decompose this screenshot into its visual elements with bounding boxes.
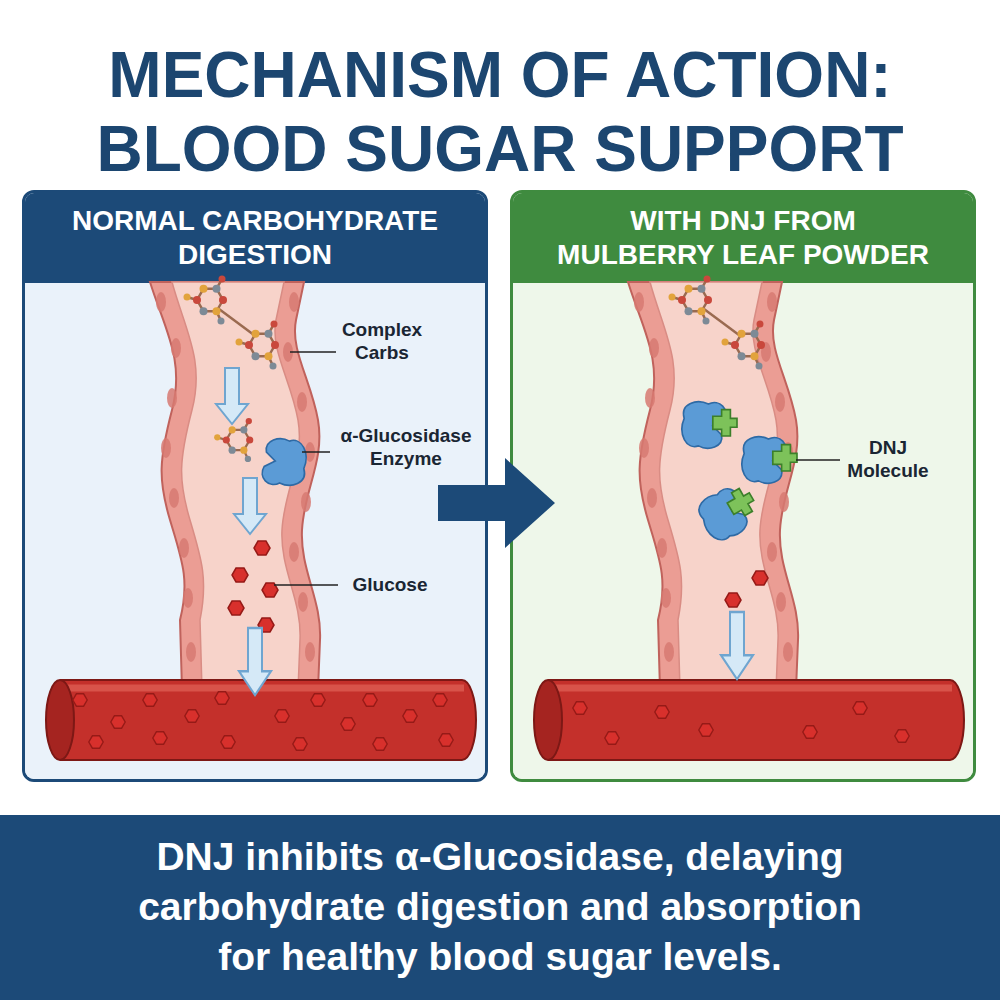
glucose — [293, 738, 307, 750]
panel-heading: NORMAL CARBOHYDRATE DIGESTION — [45, 204, 465, 271]
caption: DNJ inhibits α-Glucosidase, delaying car… — [125, 832, 875, 982]
flow-arrow — [216, 368, 248, 424]
leader-lines — [274, 352, 840, 585]
dnj-molecule — [773, 445, 797, 471]
flow-arrow — [234, 478, 266, 534]
intestine — [628, 282, 798, 690]
glucose — [215, 692, 229, 704]
leader-line — [274, 584, 338, 586]
glucose — [311, 694, 325, 706]
complex-carb — [236, 321, 280, 370]
glucose — [341, 718, 355, 730]
glycosidic-bond — [219, 309, 254, 335]
glucose — [655, 706, 669, 718]
dnj-molecule — [724, 485, 758, 520]
glucose — [232, 568, 248, 582]
glucose — [254, 541, 270, 555]
blood-vessel — [46, 680, 476, 760]
glucose — [73, 694, 87, 706]
glucose — [143, 694, 157, 706]
blood-vessel — [534, 680, 964, 760]
glucose — [262, 583, 278, 597]
part-label: Glucose — [340, 573, 440, 596]
blood-glucose — [73, 692, 909, 750]
glucose — [228, 601, 244, 615]
carb-substrate — [214, 418, 253, 462]
leader-line — [290, 351, 336, 353]
glucose — [373, 738, 387, 750]
glucose — [258, 618, 274, 632]
enzyme — [693, 484, 754, 546]
flow-arrow — [239, 628, 271, 695]
glucose — [853, 702, 867, 714]
glucose — [363, 694, 377, 706]
glucose — [111, 716, 125, 728]
panel-header: WITH DNJ FROM MULBERRY LEAF POWDER — [513, 193, 973, 283]
panel-heading: WITH DNJ FROM MULBERRY LEAF POWDER — [533, 204, 953, 271]
glucose — [752, 571, 768, 585]
dnj-molecule — [713, 410, 737, 436]
glucose — [725, 593, 741, 607]
part-label: α-Glucosidase Enzyme — [326, 424, 486, 470]
leader-line — [796, 459, 840, 461]
panel: WITH DNJ FROM MULBERRY LEAF POWDER — [510, 190, 976, 782]
panel-header: NORMAL CARBOHYDRATE DIGESTION — [25, 193, 485, 283]
panel-body — [513, 283, 973, 779]
glucose — [403, 710, 417, 722]
enzyme — [262, 439, 306, 485]
glucose — [699, 724, 713, 736]
glucose — [89, 736, 103, 748]
enzyme — [742, 437, 786, 483]
intestine — [150, 282, 320, 690]
glucose — [153, 732, 167, 744]
complex-carb — [669, 276, 713, 325]
complex-carb — [722, 321, 766, 370]
glucose — [895, 730, 909, 742]
part-label: DNJ Molecule — [836, 436, 940, 482]
glucose — [605, 732, 619, 744]
glucose — [573, 702, 587, 714]
glucose — [803, 726, 817, 738]
glucose — [185, 710, 199, 722]
panel: NORMAL CARBOHYDRATE DIGESTION — [22, 190, 488, 782]
enzyme — [682, 402, 726, 448]
glycosidic-bond — [704, 309, 739, 335]
panel-body — [25, 283, 485, 779]
flow-arrow — [438, 458, 555, 548]
flow-arrow — [721, 612, 753, 679]
part-label: Complex Carbs — [336, 318, 428, 364]
leader-line — [302, 451, 330, 453]
glucose — [433, 694, 447, 706]
glucose — [439, 734, 453, 746]
title: MECHANISM OF ACTION: BLOOD SUGAR SUPPORT — [40, 38, 960, 186]
glucose — [221, 736, 235, 748]
complex-carb — [184, 276, 228, 325]
caption-band — [0, 815, 1000, 1000]
glucose — [275, 710, 289, 722]
